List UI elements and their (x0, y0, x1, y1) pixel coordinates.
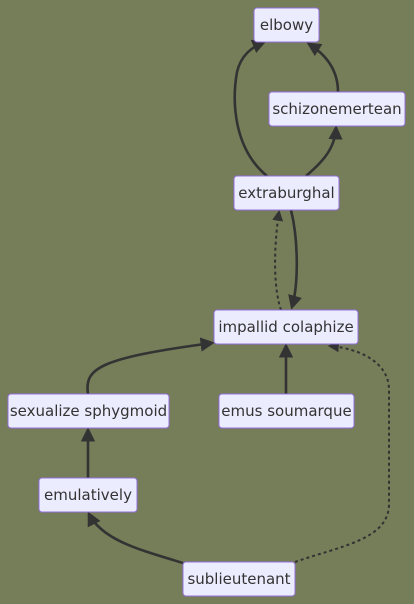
node-label: schizonemertean (272, 100, 401, 118)
node-impallid: impallid colaphize (213, 309, 359, 345)
edge-extraburghal-to-elbowy (233, 39, 268, 178)
node-box (268, 91, 406, 127)
node-label: sublieutenant (187, 570, 290, 588)
edge-sublieutenant-to-impallid (294, 341, 390, 563)
node-sublieutenant: sublieutenant (182, 561, 296, 597)
node-label: extraburghal (238, 184, 334, 202)
node-extraburghal: extraburghal (233, 175, 340, 211)
edge-impallid-to-extraburghal (272, 209, 284, 311)
edge-schizonemertean-to-elbowy (306, 42, 340, 93)
edge-extraburghal-to-schizonemertean (305, 125, 343, 177)
node-box (253, 7, 320, 43)
node-emus: emus soumarque (218, 393, 355, 429)
node-label: impallid colaphize (218, 318, 353, 336)
node-emulatively: emulatively (38, 477, 138, 513)
edge-extraburghal-to-impallid (288, 209, 302, 310)
node-label: emulatively (44, 486, 132, 504)
edges-layer (80, 39, 390, 565)
node-sexualize: sexualize sphygmoid (7, 393, 170, 429)
node-box (7, 393, 170, 429)
node-box (218, 393, 355, 429)
node-box (38, 477, 138, 513)
node-box (213, 309, 359, 345)
node-schizonemertean: schizonemertean (268, 91, 406, 127)
nodes-layer: elbowy schizonemertean extraburghal impalli… (7, 7, 406, 597)
node-box (233, 175, 340, 211)
node-label: emus soumarque (221, 402, 351, 420)
edge-sublieutenant-to-emulatively (87, 511, 184, 565)
edge-sexualize-to-impallid (86, 337, 215, 395)
node-box (182, 561, 296, 597)
node-label: elbowy (260, 16, 313, 34)
node-elbowy: elbowy (253, 7, 320, 43)
node-label: sexualize sphygmoid (10, 402, 167, 420)
